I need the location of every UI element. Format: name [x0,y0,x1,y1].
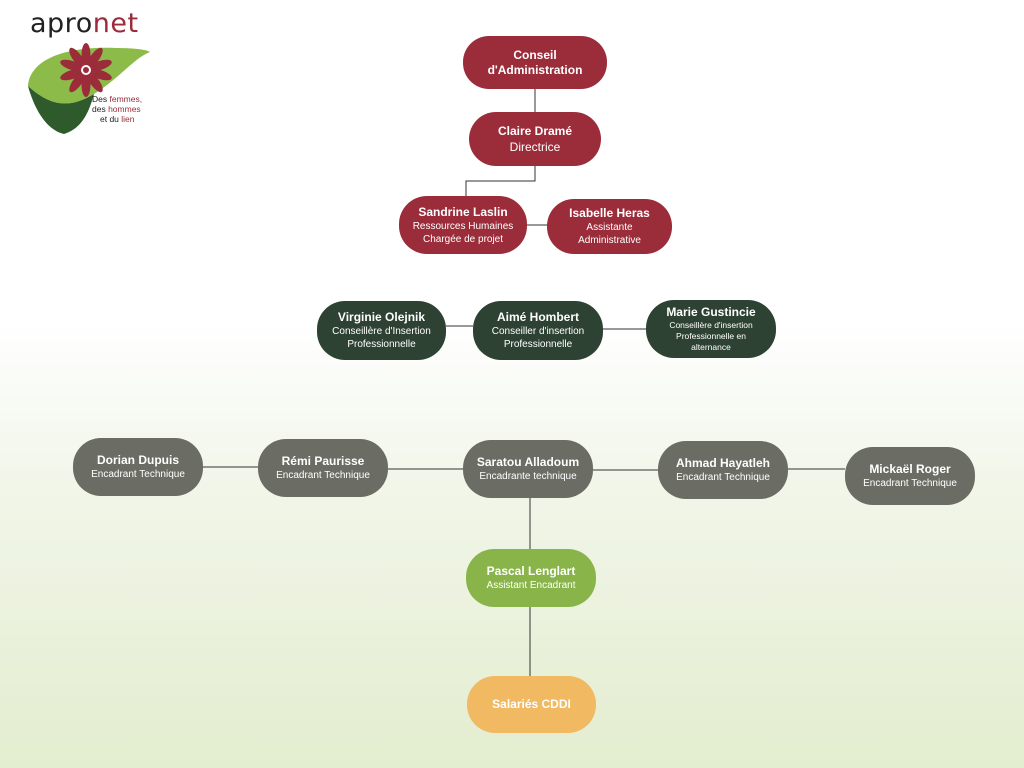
apronet-logo: apronet Des femmes, des hommes et du lie… [24,8,164,134]
node-saratou-alladoum: Saratou Alladoum Encadrante technique [463,440,593,498]
node-sandrine-laslin: Sandrine Laslin Ressources Humaines Char… [399,196,527,254]
node-marie-gustincie: Marie Gustincie Conseillère d'insertion … [646,300,776,358]
node-pascal-lenglart: Pascal Lenglart Assistant Encadrant [466,549,596,607]
logo-wordmark: apronet [30,8,139,39]
leaf-flower-icon [28,43,150,134]
node-virginie-olejnik: Virginie Olejnik Conseillère d'Insertion… [317,301,446,360]
node-conseil-administration: Conseil d'Administration [463,36,607,89]
node-isabelle-heras: Isabelle Heras Assistante Administrative [547,199,672,254]
node-salaries-cddi: Salariés CDDI [467,676,596,733]
line-claire-sandrine [465,166,536,196]
node-dorian-dupuis: Dorian Dupuis Encadrant Technique [73,438,203,496]
node-mickael-roger: Mickaël Roger Encadrant Technique [845,447,975,505]
node-ahmad-hayatleh: Ahmad Hayatleh Encadrant Technique [658,441,788,499]
node-aime-hombert: Aimé Hombert Conseiller d'insertion Prof… [473,301,603,360]
node-claire-drame: Claire Dramé Directrice [469,112,601,166]
node-remi-paurisse: Rémi Paurisse Encadrant Technique [258,439,388,497]
logo-tagline: Des femmes, des hommes et du lien [92,94,143,124]
